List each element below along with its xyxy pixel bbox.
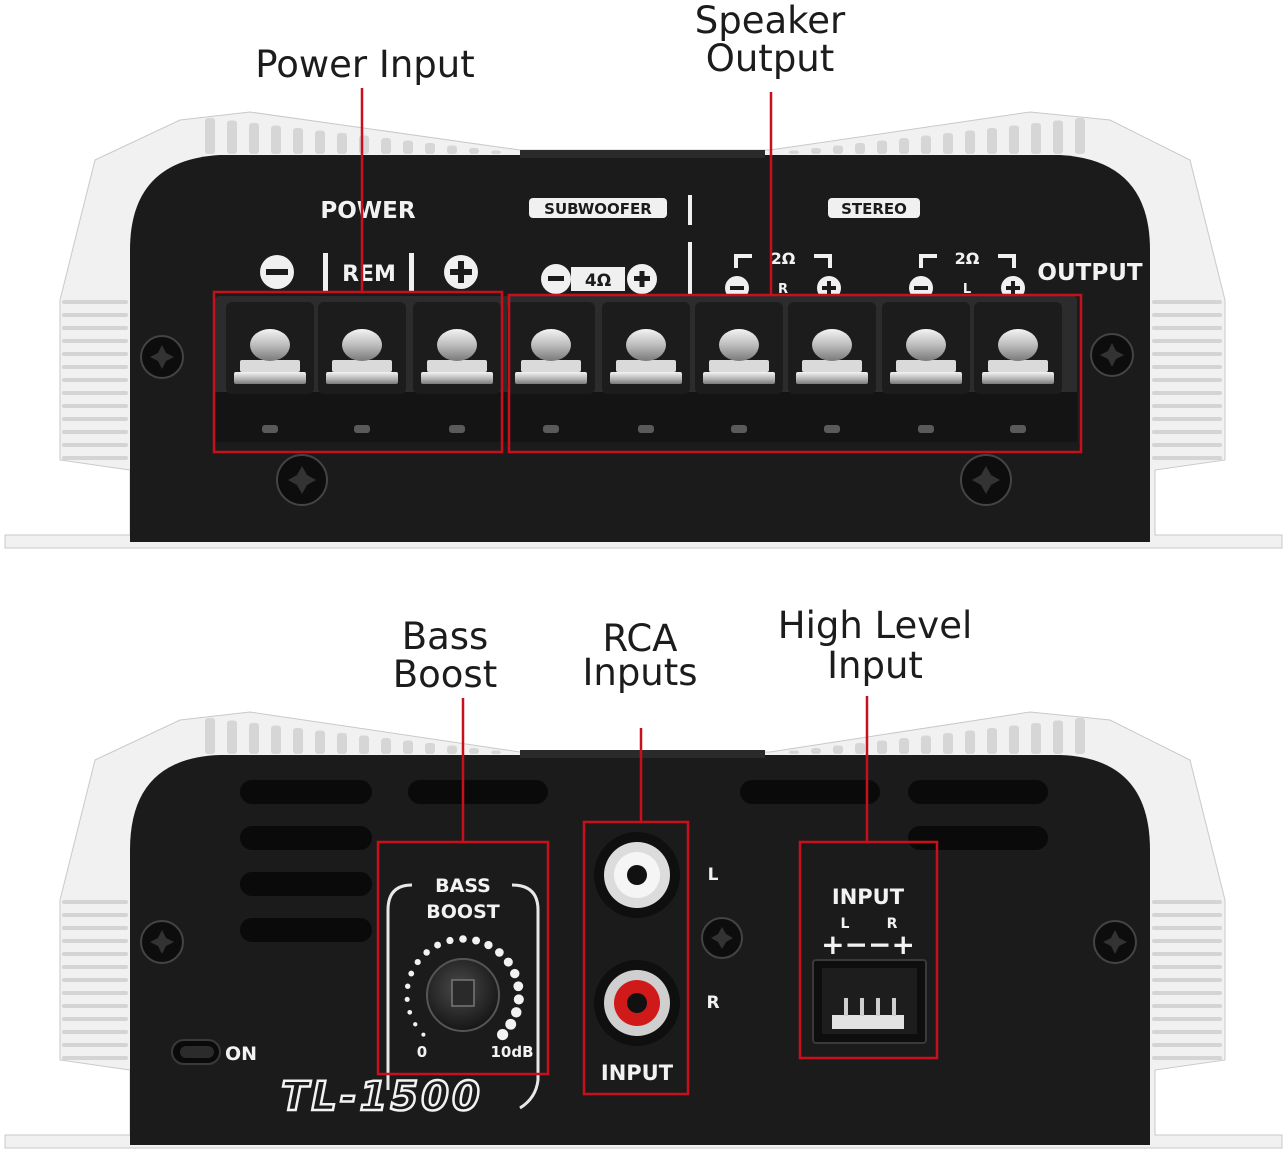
high-level-input-label: INPUT bbox=[832, 885, 905, 909]
terminal-screw[interactable] bbox=[974, 302, 1062, 433]
callout-speaker-output: Speaker Output bbox=[680, 2, 860, 78]
scale-dot bbox=[413, 1022, 418, 1027]
rem-label: REM bbox=[342, 262, 396, 287]
on-label: ON bbox=[225, 1043, 257, 1065]
scale-dot bbox=[408, 970, 415, 977]
scale-dot bbox=[404, 996, 410, 1002]
stereo-label: STEREO bbox=[841, 200, 907, 218]
rca-right-jack[interactable] bbox=[594, 960, 680, 1046]
divider bbox=[688, 195, 692, 225]
speaker-output-highlight bbox=[507, 293, 1083, 454]
terminal-screw[interactable] bbox=[226, 302, 314, 433]
high-level-input-highlight bbox=[798, 840, 939, 1060]
callout-bass-boost: Bass Boost bbox=[380, 618, 510, 694]
scale-dot bbox=[511, 1007, 522, 1018]
callout-bass-boost-line2: Boost bbox=[392, 653, 498, 696]
heatsink-fins-bottom bbox=[62, 718, 1222, 1060]
rca-left-jack[interactable] bbox=[594, 832, 680, 918]
subwoofer-badge bbox=[529, 198, 667, 218]
power-input-highlight bbox=[212, 290, 504, 454]
scale-dot bbox=[472, 936, 481, 945]
bass-boost-scale bbox=[404, 935, 524, 1041]
terminal-screw[interactable] bbox=[413, 302, 501, 433]
boost-label: BOOST bbox=[426, 901, 499, 923]
scale-dot bbox=[513, 994, 524, 1005]
high-level-r-label: R bbox=[887, 916, 898, 932]
mounting-screw-icon bbox=[960, 454, 1012, 506]
scale-dot bbox=[414, 959, 421, 966]
output-label: OUTPUT bbox=[1037, 260, 1142, 286]
callout-rca-inputs: RCA Inputs bbox=[570, 617, 710, 694]
callout-power-input: Power Input bbox=[255, 43, 475, 86]
sub-impedance: 4Ω bbox=[585, 271, 611, 291]
scale-dot bbox=[484, 940, 493, 950]
terminal-screw[interactable] bbox=[602, 302, 690, 433]
scale-dot bbox=[421, 1032, 426, 1037]
vent-slots bbox=[240, 780, 1048, 942]
callout-speaker-output-line2: Output bbox=[705, 37, 835, 80]
bass-label: BASS bbox=[435, 875, 491, 897]
model-logo: TL-1500 bbox=[281, 1074, 483, 1120]
scale-dot bbox=[404, 983, 411, 989]
right-impedance: 2Ω bbox=[771, 249, 796, 268]
power-led-switch[interactable] bbox=[171, 1039, 221, 1065]
scale-dot bbox=[510, 968, 520, 979]
terminal-screw[interactable] bbox=[695, 302, 783, 433]
mounting-screw-icon bbox=[276, 454, 328, 506]
high-level-polarity: +−−+ bbox=[821, 928, 915, 961]
rca-input-label: INPUT bbox=[601, 1061, 674, 1085]
scale-dot bbox=[407, 1009, 413, 1015]
callout-speaker-output-line1: Speaker bbox=[694, 0, 846, 42]
scale-dot bbox=[495, 948, 504, 957]
terminal-screws bbox=[226, 302, 1062, 433]
terminal-screw[interactable] bbox=[318, 302, 406, 433]
power-label: POWER bbox=[320, 198, 415, 224]
mounting-screw-icon bbox=[1093, 920, 1137, 964]
scale-dot bbox=[423, 949, 430, 956]
subwoofer-label: SUBWOOFER bbox=[544, 200, 652, 218]
callout-rca-line1: RCA bbox=[602, 617, 678, 660]
scale-dot bbox=[505, 1018, 517, 1030]
callout-bass-boost-line1: Bass bbox=[401, 615, 489, 658]
callout-rca-line2: Inputs bbox=[582, 651, 698, 694]
rca-l-label: L bbox=[708, 865, 719, 885]
rca-r-label: R bbox=[706, 993, 719, 1013]
scale-dot bbox=[459, 935, 467, 943]
high-level-connector[interactable] bbox=[812, 959, 927, 1044]
scale-dot bbox=[496, 1028, 509, 1041]
top-amplifier: POWER SUBWOOFER STEREO REM 4Ω 2Ω R bbox=[4, 88, 1283, 549]
bottom-amplifier: BASS BOOST 0 10dB L R INPUT INPUT L R +−… bbox=[4, 696, 1283, 1149]
stereo-badge bbox=[828, 198, 920, 218]
bass-max-label: 10dB bbox=[490, 1043, 533, 1061]
mounting-screw-icon bbox=[140, 920, 184, 964]
mounting-screw-icon bbox=[701, 917, 743, 959]
left-impedance: 2Ω bbox=[955, 249, 980, 268]
terminal-screw[interactable] bbox=[882, 302, 970, 433]
rca-inputs-highlight bbox=[582, 820, 690, 1096]
callout-high-level-line2: Input bbox=[827, 644, 923, 687]
callout-high-level-input: High Level Input bbox=[770, 606, 980, 686]
left-channel-label: L bbox=[963, 282, 971, 297]
subwoofer-polarity: 4Ω bbox=[541, 264, 657, 294]
terminal-screw[interactable] bbox=[788, 302, 876, 433]
right-channel-label: R bbox=[778, 282, 788, 297]
mounting-screw-icon bbox=[140, 335, 184, 379]
callout-high-level-line1: High Level bbox=[777, 604, 973, 647]
scale-dot bbox=[513, 981, 524, 992]
mounting-screw-icon bbox=[1090, 333, 1134, 377]
scale-dot bbox=[446, 936, 454, 945]
scale-dot bbox=[434, 941, 442, 949]
terminal-screw[interactable] bbox=[507, 302, 595, 433]
scale-dot bbox=[503, 957, 513, 967]
high-level-l-label: L bbox=[841, 916, 850, 932]
bass-min-label: 0 bbox=[417, 1043, 427, 1061]
